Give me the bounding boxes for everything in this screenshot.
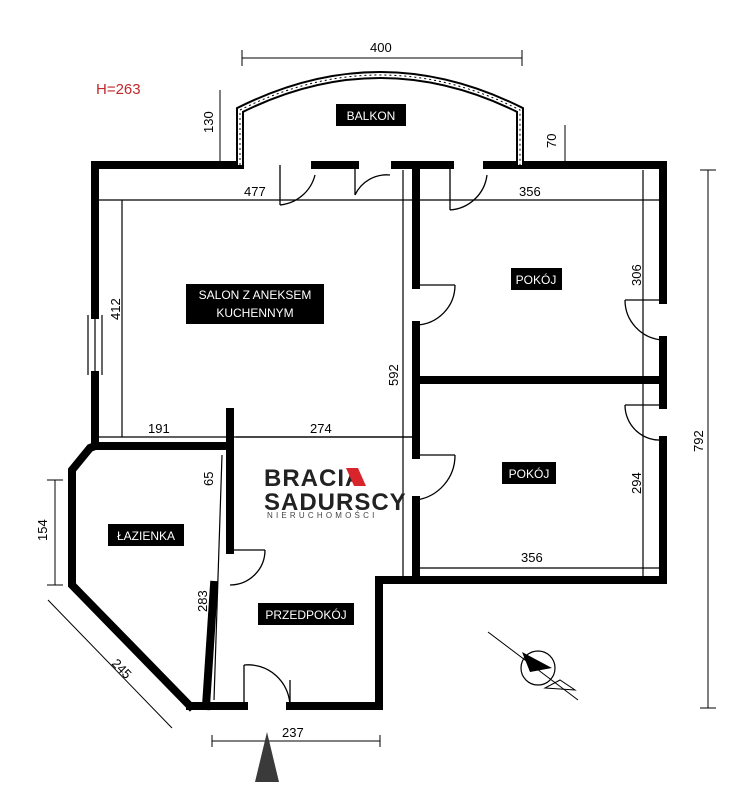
room-label-przedpokoj: PRZEDPOKÓJ <box>265 607 346 622</box>
inner-lines <box>87 170 660 701</box>
room-label-pokoj-top: POKÓJ <box>516 272 557 287</box>
dim-hall-depth: 283 <box>195 590 210 612</box>
room-label-pokoj-bottom: POKÓJ <box>509 466 550 481</box>
entry-arrow-icon <box>255 732 279 782</box>
dim-bathroom-diagonal: 245 <box>109 656 135 682</box>
logo-tagline: NIERUCHOMOŚCI <box>267 511 378 520</box>
room-label-salon-line1: SALON Z ANEKSEM <box>199 288 312 302</box>
dim-balcony-depth-left: 130 <box>201 111 216 133</box>
dim-salon-depth: 412 <box>108 298 123 320</box>
room-label-balkon: BALKON <box>347 109 396 123</box>
compass-icon <box>487 631 579 701</box>
brand-logo: BRACIA SADURSCY NIERUCHOMOŚCI <box>264 465 407 520</box>
dim-central-depth: 592 <box>386 364 401 386</box>
logo-line1: BRACIA <box>264 465 363 492</box>
interior-walls <box>91 161 667 711</box>
dim-hall-width: 274 <box>310 421 332 436</box>
doors <box>229 165 664 707</box>
dim-top-room-width: 356 <box>519 184 541 199</box>
balcony <box>236 71 524 165</box>
dim-balcony-depth-right: 70 <box>544 134 559 148</box>
logo-accent-icon <box>346 468 366 486</box>
dim-entry-width: 237 <box>282 725 304 740</box>
dim-bathroom-depth: 154 <box>35 519 50 541</box>
dim-bathroom-side: 65 <box>201 472 216 486</box>
dim-bathroom-top: 191 <box>148 421 170 436</box>
room-label-salon-line2: KUCHENNYM <box>216 306 293 320</box>
dim-bottom-room-depth: 294 <box>629 472 644 494</box>
height-label: H=263 <box>96 81 141 98</box>
dimension-lines <box>47 50 716 747</box>
dim-bottom-room-width: 356 <box>521 550 543 565</box>
dim-salon-width: 477 <box>244 184 266 199</box>
dim-balcony-width: 400 <box>370 40 392 55</box>
room-label-lazienka: ŁAZIENKA <box>117 529 175 543</box>
logo-line2: SADURSCY <box>264 489 407 516</box>
dim-top-room-depth: 306 <box>629 264 644 286</box>
dim-total-depth: 792 <box>691 430 706 452</box>
